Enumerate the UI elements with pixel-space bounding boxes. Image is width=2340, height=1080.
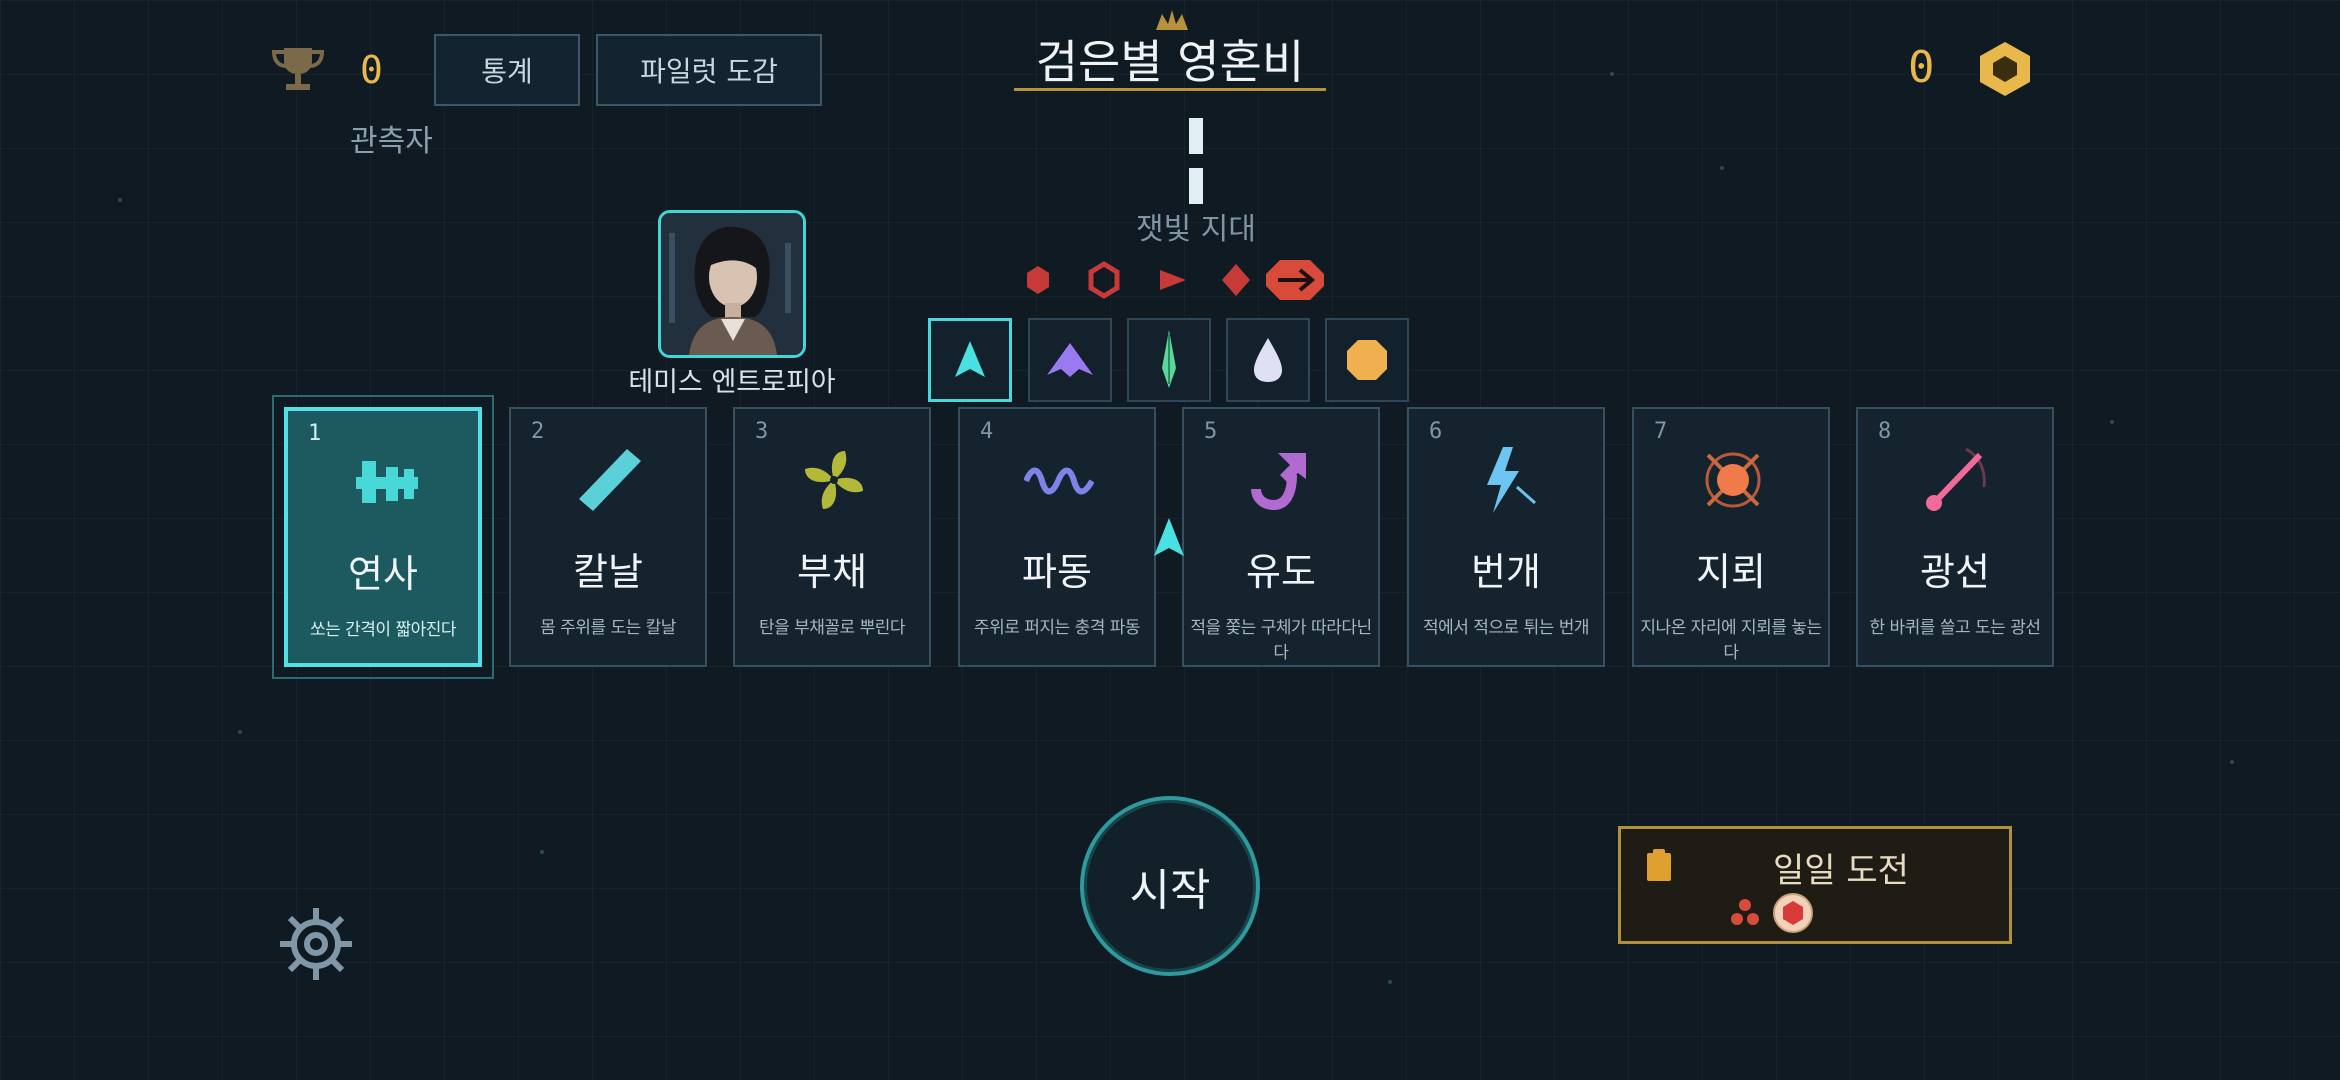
homing-icon xyxy=(1251,453,1306,511)
weapon-card-lightning[interactable]: 6 번개 적에서 적으로 튀는 번개 xyxy=(1407,407,1605,667)
background-star xyxy=(238,730,242,734)
card-description: 지나온 자리에 지뢰를 놓는다 xyxy=(1640,618,1822,663)
card-number: 8 xyxy=(1878,419,1892,444)
title-underline xyxy=(1014,88,1326,91)
triple-dot-icon xyxy=(1731,899,1759,925)
card-description: 탄을 부채꼴로 뿌린다 xyxy=(758,618,906,638)
hexagon-badge-icon xyxy=(1773,893,1813,933)
orange-octagon-ship-icon xyxy=(1347,340,1387,380)
weapon-card-fan[interactable]: 3 부채 탄을 부채꼴로 뿌린다 xyxy=(733,407,931,667)
settings-gear-icon[interactable] xyxy=(276,904,356,984)
background-star xyxy=(1720,166,1724,170)
card-number: 5 xyxy=(1204,419,1218,444)
start-button[interactable]: 시작 xyxy=(1080,796,1260,976)
card-number: 6 xyxy=(1429,419,1443,444)
card-number: 1 xyxy=(308,421,322,446)
player-ship-cursor-icon xyxy=(1154,518,1184,556)
card-description: 주위로 퍼지는 충격 파동 xyxy=(973,618,1141,638)
mine-icon xyxy=(1705,452,1761,508)
rank-label: 관측자 xyxy=(350,124,433,159)
ship-option-purple-wing[interactable] xyxy=(1028,318,1112,402)
card-description: 몸 주위를 도는 칼날 xyxy=(540,618,676,638)
weapon-card-blade[interactable]: 2 칼날 몸 주위를 도는 칼날 xyxy=(509,407,707,667)
card-title: 파동 xyxy=(1022,550,1092,594)
card-title: 부채 xyxy=(797,550,867,594)
stats-button[interactable]: 통계 xyxy=(434,34,580,106)
card-description: 적에서 적으로 튀는 번개 xyxy=(1422,618,1590,638)
background-star xyxy=(2110,420,2114,424)
pilot-portrait-image xyxy=(661,213,803,355)
daily-challenge-title: 일일 도전 xyxy=(1773,851,1909,891)
ship-option-cyan-arrow[interactable] xyxy=(928,318,1012,402)
weapon-card-mine[interactable]: 7 지뢰 지나온 자리에 지뢰를 놓는다 xyxy=(1632,407,1830,667)
pilot-portrait[interactable] xyxy=(658,210,806,358)
card-title: 칼날 xyxy=(573,550,643,594)
red-arrow-octagon-icon xyxy=(1266,260,1324,300)
blade-icon xyxy=(579,449,641,511)
red-flag-icon xyxy=(1160,270,1186,290)
trophy-count: 0 xyxy=(360,48,383,92)
rapid-fire-icon xyxy=(356,461,418,503)
weapon-card-wave[interactable]: 4 파동 주위로 퍼지는 충격 파동 xyxy=(958,407,1156,667)
cyan-arrow-ship-icon xyxy=(955,341,985,377)
card-number: 2 xyxy=(531,419,545,444)
hex-coin-icon xyxy=(1980,42,2030,96)
zone-label: 잿빛 지대 xyxy=(1136,212,1256,247)
card-number: 3 xyxy=(755,419,769,444)
ship-option-green-needle[interactable] xyxy=(1127,318,1211,402)
red-diamond-icon xyxy=(1222,264,1250,296)
green-needle-ship-icon xyxy=(1162,330,1176,388)
card-description: 한 바퀴를 쓸고 도는 광선 xyxy=(1869,618,2041,638)
background-star xyxy=(118,198,122,202)
background-star xyxy=(2230,760,2234,764)
white-drop-ship-icon xyxy=(1254,338,1282,382)
card-description: 적을 쫓는 구체가 따라다닌다 xyxy=(1190,618,1372,663)
weapon-card-rapid-fire[interactable]: 1 연사 쏘는 간격이 짧아진다 xyxy=(272,395,494,679)
red-hex-ring-icon xyxy=(1088,261,1120,299)
weapon-card-beam[interactable]: 8 광선 한 바퀴를 쓸고 도는 광선 xyxy=(1856,407,2054,667)
card-number: 7 xyxy=(1654,419,1668,444)
card-description: 쏘는 간격이 짧아진다 xyxy=(309,620,457,640)
card-title: 지뢰 xyxy=(1696,550,1766,594)
card-title: 연사 xyxy=(348,552,418,596)
trophy-icon xyxy=(271,48,325,90)
daily-challenge-panel[interactable]: 일일 도전 xyxy=(1618,826,2012,944)
weapon-card-homing[interactable]: 5 유도 적을 쫓는 구체가 따라다닌다 xyxy=(1182,407,1380,667)
pilot-codex-button[interactable]: 파일럿 도감 xyxy=(596,34,822,106)
lightning-icon xyxy=(1487,447,1536,513)
card-title: 광선 xyxy=(1920,550,1990,594)
enemy-preview-row xyxy=(1027,260,1324,300)
path-segment xyxy=(1189,118,1203,154)
pilot-name: 테미스 엔트로피아 xyxy=(628,367,836,398)
crown-ornament-icon xyxy=(1156,10,1188,30)
card-title: 유도 xyxy=(1246,550,1316,594)
card-number: 4 xyxy=(980,419,994,444)
card-title: 번개 xyxy=(1471,550,1541,594)
stage-title: 검은별 영혼비 xyxy=(1035,35,1305,89)
ship-option-orange-octagon[interactable] xyxy=(1325,318,1409,402)
purple-wing-ship-icon xyxy=(1047,343,1093,377)
background-star xyxy=(1388,980,1392,984)
coin-count: 0 xyxy=(1908,42,1935,93)
fan-icon xyxy=(805,451,863,509)
clipboard-icon xyxy=(1647,849,1671,881)
ship-option-white-drop[interactable] xyxy=(1226,318,1310,402)
background-star xyxy=(540,850,544,854)
path-segment xyxy=(1189,168,1203,204)
wave-icon xyxy=(1024,467,1094,495)
beam-icon xyxy=(1926,447,1986,511)
red-hexagon-icon xyxy=(1027,266,1049,294)
daily-modifiers xyxy=(1731,893,1813,933)
background-star xyxy=(1610,72,1614,76)
